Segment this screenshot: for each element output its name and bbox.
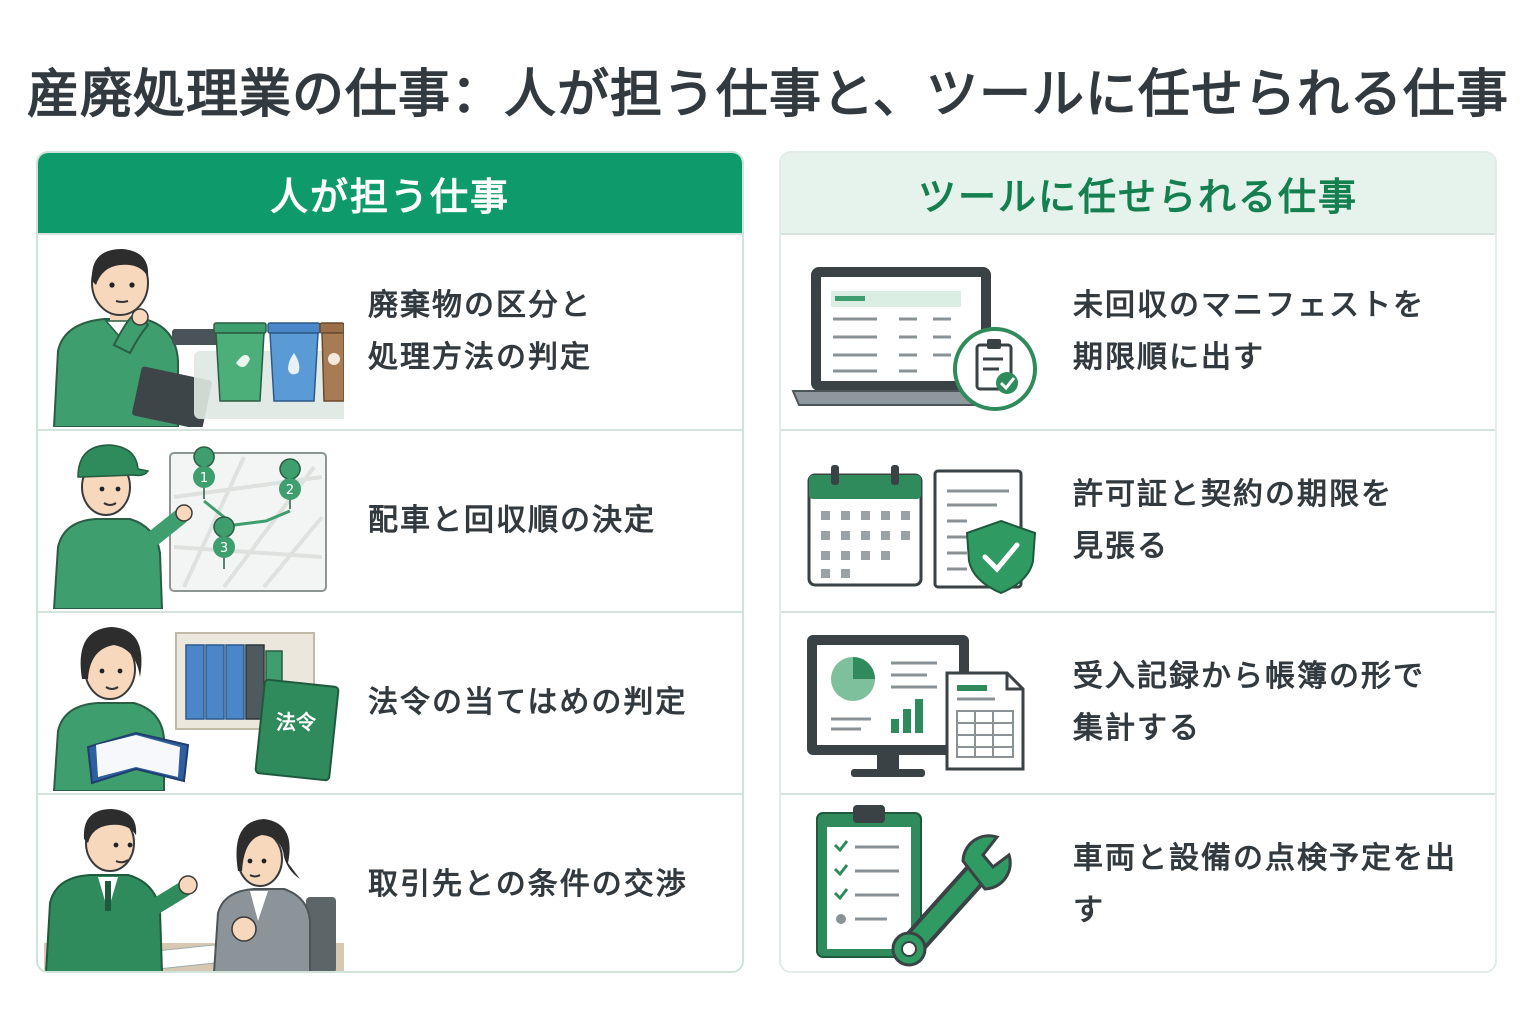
tool-task-row: 未回収のマニフェストを 期限順に出す: [781, 233, 1495, 429]
negotiation-icon: [44, 809, 344, 971]
human-task-row: 1 2 3 配車と回収順の決定: [38, 429, 742, 611]
human-task-row: 廃棄物の区分と 処理方法の判定: [38, 233, 742, 429]
human-task-row: 取引先との条件の交渉: [38, 793, 742, 971]
monitor-report-icon: [807, 635, 1025, 777]
svg-text:法令: 法令: [276, 710, 317, 734]
human-task-text: 法令の当てはめの判定: [368, 685, 688, 720]
human-tasks-panel: 人が担う仕事 廃棄物の区分と 処理方法の判定: [36, 151, 744, 973]
worker-with-bins-icon: [52, 249, 344, 427]
human-task-text: 取引先との条件の交渉: [368, 867, 688, 902]
tool-task-text: 車両と設備の点検予定を出す: [1073, 841, 1457, 928]
tool-task-text: 許可証と契約の期限を 見張る: [1073, 477, 1393, 564]
clipboard-wrench-icon: [816, 805, 1012, 967]
page-title: 産廃処理業の仕事：人が担う仕事と、ツールに任せられる仕事: [27, 65, 1509, 125]
svg-text:1: 1: [200, 471, 208, 486]
human-task-row: 法令 法令の当てはめの判定: [38, 611, 742, 793]
svg-text:2: 2: [286, 483, 294, 498]
tool-task-text: 受入記録から帳簿の形で 集計する: [1073, 659, 1425, 746]
human-task-text: 廃棄物の区分と 処理方法の判定: [368, 288, 592, 375]
route-map-icon: 1 2 3: [52, 444, 327, 609]
tool-tasks-header: ツールに任せられる仕事: [781, 153, 1495, 233]
tool-task-row: 受入記録から帳簿の形で 集計する: [781, 611, 1495, 793]
law-book-icon: 法令: [52, 627, 340, 791]
tool-task-row: 車両と設備の点検予定を出す: [781, 793, 1495, 971]
tool-task-text: 未回収のマニフェストを 期限順に出す: [1073, 288, 1425, 375]
human-tasks-header: 人が担う仕事: [38, 153, 742, 233]
human-task-text: 配車と回収順の決定: [368, 503, 656, 538]
tool-tasks-panel: ツールに任せられる仕事 未回収のマニフェストを 期限順に出す: [779, 151, 1497, 973]
laptop-checklist-icon: [791, 267, 1037, 411]
svg-text:3: 3: [220, 541, 228, 556]
tool-task-row: 許可証と契約の期限を 見張る: [781, 429, 1495, 611]
calendar-shield-icon: [807, 465, 1037, 595]
